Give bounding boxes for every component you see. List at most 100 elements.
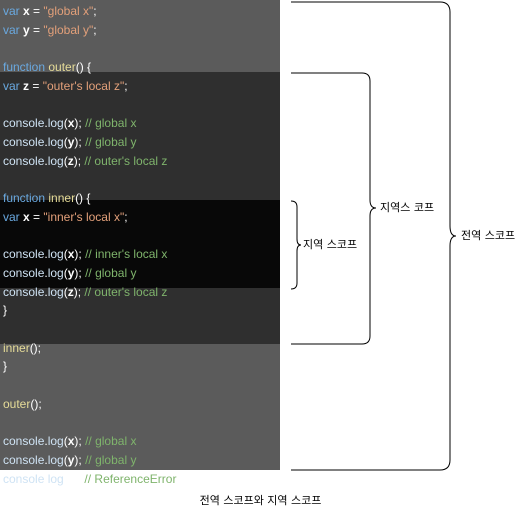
code-token: ); [74,434,86,449]
code-token: . [44,116,48,131]
code-line: } [3,301,7,319]
code-token: z [23,78,30,93]
code-token: "outer's local z" [42,78,125,93]
code-token: ); [74,134,86,149]
code-line: var x = "global x"; [3,2,97,20]
code-token: . [44,265,48,280]
code-token: var [3,78,24,93]
outer-scope-bracket [291,72,377,345]
code-token: console [3,471,45,486]
code-token: (); [30,396,42,411]
code-token: console [3,452,45,467]
code-token: // global y [85,452,137,467]
code-token: ( [63,134,68,149]
code-token: x [67,434,75,449]
code-token: log [47,116,64,131]
code-token: = [29,78,43,93]
code-token: inner [3,340,30,355]
inner-scope-region [0,200,280,288]
code-token: function [3,191,49,205]
code-token: ; [124,78,128,93]
code-token: log [47,452,64,467]
code-line: console.log(y); // global y [3,264,136,282]
code-line: console.log(y); // global y [3,451,136,469]
code-token: . [44,434,48,449]
code-token: ( [63,153,68,168]
code-token: z [67,284,74,299]
code-token: ( [63,265,68,280]
code-line: var z = "outer's local z"; [3,77,128,95]
code-token: console [3,116,45,131]
code-line: var x = "inner's local x"; [3,208,128,226]
inner-scope-label: 지역 스코프 [303,238,358,252]
code-token: ); [74,265,86,280]
code-line: inner(); [3,339,41,357]
code-token: x [67,116,75,131]
code-token: () { [75,60,92,75]
code-token: log [47,134,64,149]
code-token: y [67,265,75,280]
code-line: console.log(z); // outer's local z [3,283,167,301]
code-token: outer [3,396,31,411]
code-token: x [67,247,75,262]
code-token: . [44,471,48,486]
code-token: y [23,22,30,37]
code-token: y [67,134,75,149]
code-token: log [47,284,64,299]
figure-caption: 전역 스코프와 지역 스코프 [199,494,322,507]
code-token: // global y [85,265,137,280]
code-token: var [3,209,24,224]
code-token: z [67,153,74,168]
code-token: // global x [85,116,137,131]
code-token: x [23,4,30,18]
code-line: function inner() { [3,189,90,207]
code-token: log [47,434,64,449]
code-token: ( [63,452,68,467]
code-token: console [3,265,45,280]
code-token: ); [73,153,85,168]
code-token: () { [75,191,91,205]
code-token: inner [48,191,76,205]
code-token: y [67,452,75,467]
code-token: ); [74,116,86,131]
code-token: = [29,22,44,37]
code-token: ( [63,247,68,262]
code-token: function [3,60,49,75]
code-line: console.log(x); // inner's local x [3,245,167,263]
code-token: log [47,247,64,262]
code-token: // inner's local x [85,247,168,262]
global-scope-bracket [291,1,457,471]
code-token: console [3,247,45,262]
code-token: // global y [85,134,137,149]
global-scope-label: 전역 스코프 [461,229,516,243]
outer-scope-label: 지역스 코프 [380,201,435,215]
code-line: } [3,357,7,375]
code-line: console.log(x); // global x [3,114,136,132]
code-panel: var x = "global x";var y = "global y";fu… [0,0,280,486]
code-token: "global x" [43,4,94,18]
code-token: = [29,4,44,18]
code-token: . [44,452,48,467]
code-token: z [67,471,74,486]
code-line: outer(); [3,395,42,413]
code-token: outer [48,60,76,75]
code-line: function outer() { [3,58,91,76]
code-token: log [47,471,64,486]
code-token: var [3,4,24,18]
code-token: ); [73,284,85,299]
code-token: ; [124,209,128,224]
code-line: console.log(z); // outer's local z [3,152,167,170]
code-token: console [3,134,45,149]
code-token: . [44,134,48,149]
code-token: ; [93,22,97,37]
code-token: . [44,247,48,262]
code-token: // outer's local z [84,153,168,168]
code-token: . [44,284,48,299]
code-token: console [3,284,45,299]
code-token: "inner's local x" [43,209,125,224]
code-token: // global x [85,434,137,449]
code-token: ); [73,471,85,486]
code-line: console.log(z); // ReferenceError [3,470,176,488]
code-token: ( [63,284,68,299]
code-token: } [3,303,8,318]
